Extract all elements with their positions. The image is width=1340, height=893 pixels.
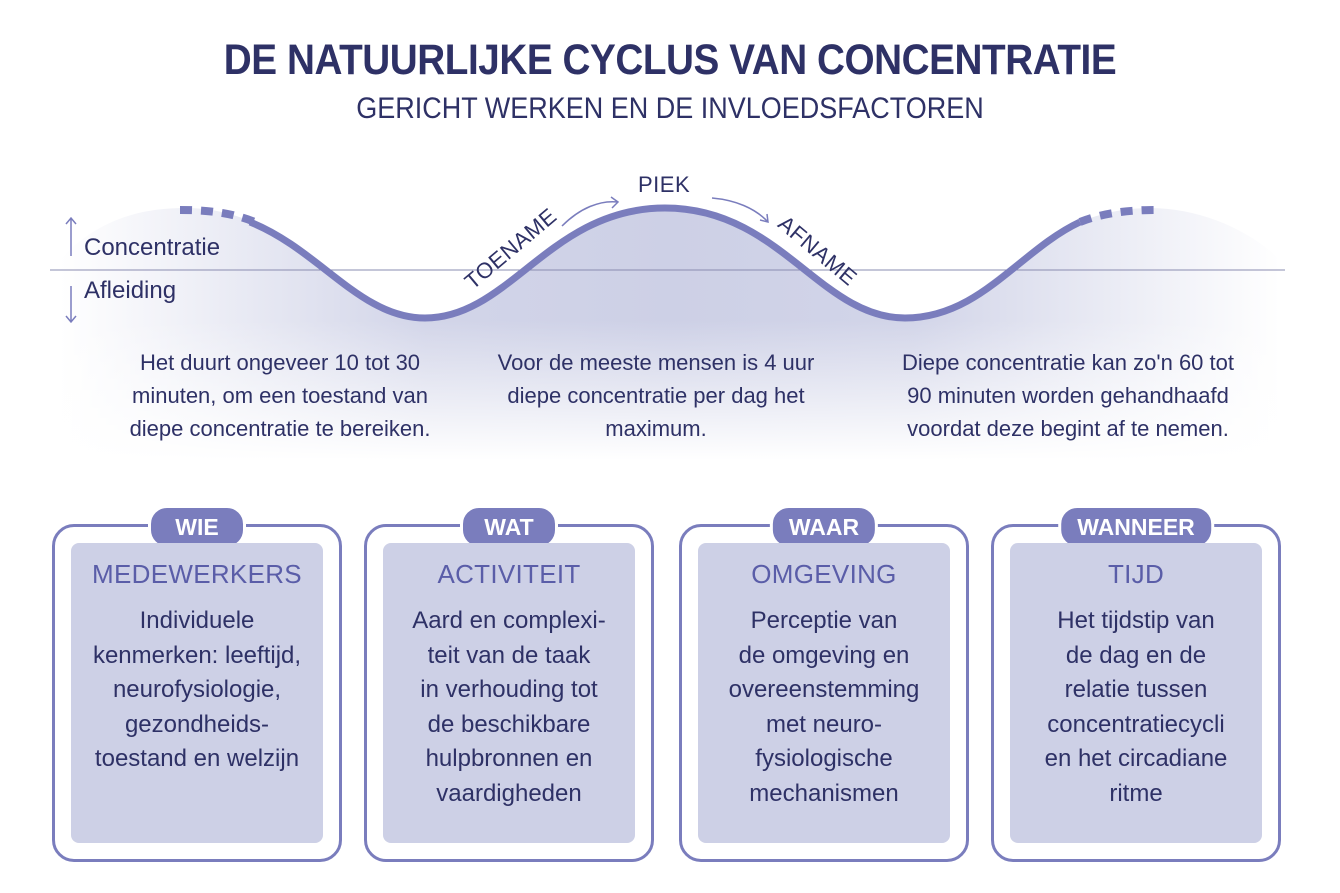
description-line: diepe concentratie per dag het (507, 383, 805, 408)
card-who: WIE MEDEWERKERS Individuele kenmerken: leef… (52, 505, 342, 862)
card-where: WAAR OMGEVING Perceptie van de omgeving en o… (679, 505, 969, 862)
card-body-line: met neuro- (765, 710, 883, 738)
card-body-line: de dag en de (1065, 641, 1207, 669)
card-body: Het tijdstip van de dag en de relatie tuss… (1010, 604, 1262, 811)
page-subtitle: GERICHT WERKEN EN DE INVLOEDSFACTOREN (356, 92, 984, 125)
card-panel: OMGEVING Perceptie van de omgeving en overe… (698, 543, 950, 843)
card-body: Aard en complexi-teit van de taak in verh… (383, 604, 635, 811)
card-body-line: kenmerken: leeftijd, (92, 641, 302, 669)
card-body-line: de beschikbare (427, 710, 591, 738)
card-body-line: neurofysiologie, (112, 676, 282, 703)
concentration-wave-diagram (0, 196, 1340, 460)
card-body-line: hulpbronnen en (425, 745, 593, 772)
description-line: Voor de meeste mensen is 4 uur (497, 350, 815, 375)
peak-label: PIEK (638, 172, 691, 197)
card-panel: ACTIVITEIT Aard en complexi-teit van de t… (383, 543, 635, 843)
description-fall: Diepe concentratie kan zo'n 60 tot 90 mi… (888, 346, 1248, 445)
description-line: diepe concentratie te bereiken. (129, 416, 431, 441)
card-body-line: toestand en welzijn (94, 745, 300, 772)
description-line: Het duurt ongeveer 10 tot 30 (139, 350, 421, 375)
card-body-line: teit van de taak (427, 641, 591, 669)
card-panel: MEDEWERKERS Individuele kenmerken: leeftij… (71, 543, 323, 843)
description-line: Diepe concentratie kan zo'n 60 tot (902, 350, 1234, 375)
card-heading: TIJD (1107, 559, 1165, 589)
card-heading: MEDEWERKERS (92, 559, 302, 589)
description-rise: Het duurt ongeveer 10 tot 30 minuten, om… (100, 346, 460, 445)
card-tab: WIE (148, 505, 246, 549)
description-line: 90 minuten worden gehandhaafd (907, 383, 1229, 408)
card-body-line: Perceptie van (750, 607, 898, 634)
card-heading: ACTIVITEIT (437, 559, 581, 589)
wave-line (248, 204, 1082, 322)
axis-label-concentration: Concentratie (84, 234, 221, 261)
card-body-line: ritme (1109, 779, 1163, 807)
card-body-line: vaardigheden (436, 779, 582, 807)
card-body-line: en het circadiane (1044, 745, 1228, 772)
card-heading: OMGEVING (751, 559, 897, 589)
card-body-line: Het tijdstip van (1057, 607, 1215, 634)
arrow-up-icon (65, 216, 77, 256)
card-body-line: mechanismen (749, 779, 899, 807)
description-line: maximum. (605, 416, 707, 441)
card-body-line: de omgeving en (738, 641, 910, 669)
card-body-line: Individuele (139, 607, 255, 634)
description-line: voordat deze begint af te nemen. (907, 416, 1229, 441)
axis-label-distraction: Afleiding (84, 277, 177, 304)
card-body: Individuele kenmerken: leeftijd, neurofysi… (71, 604, 323, 777)
card-body-line: fysiologische (755, 745, 893, 772)
rise-arrow-icon (561, 196, 620, 227)
card-body-line: relatie tussen (1064, 676, 1208, 703)
fall-arrow-icon (711, 197, 769, 223)
wave-fade (0, 320, 1340, 460)
card-body: Perceptie van de omgeving en overeenstemmi… (698, 604, 950, 811)
wave-dashes-left (179, 206, 257, 226)
card-body-line: overeenstemming (728, 676, 920, 703)
card-body-line: concentratiecycli (1047, 710, 1225, 738)
wave-dashes-right (1078, 206, 1156, 226)
description-peak: Voor de meeste mensen is 4 uur diepe con… (476, 346, 836, 445)
card-tab: WAAR (769, 505, 879, 549)
card-body-line: in verhouding tot (420, 676, 598, 703)
arrow-down-icon (65, 286, 77, 324)
page-title: DE NATUURLIJKE CYCLUS VAN CONCENTRATIE (223, 36, 1117, 84)
card-body-line: gezondheids- (124, 710, 270, 738)
description-line: minuten, om een toestand van (132, 383, 428, 408)
card-panel: TIJD Het tijdstip van de dag en de relatie … (1010, 543, 1262, 843)
card-body-line: Aard en complexi- (412, 607, 606, 634)
